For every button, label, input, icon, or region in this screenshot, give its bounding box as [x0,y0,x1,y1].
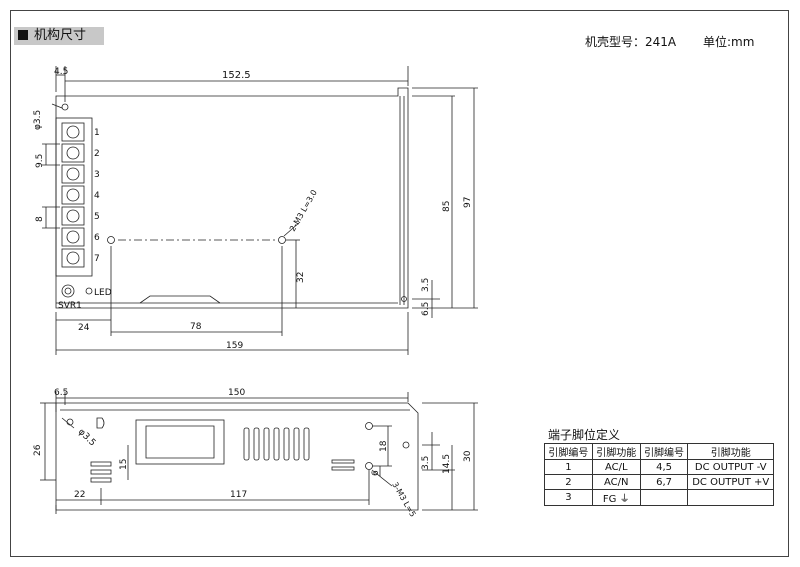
screw-spec-top: 2-M3 L=3.0 [288,188,319,233]
dim-32: 32 [296,272,306,283]
dim-117: 117 [230,490,247,500]
dim-150: 150 [228,388,245,398]
side-notch [96,417,105,429]
dim-152-5: 152.5 [222,70,251,81]
dim-6: 6 [371,470,381,476]
dim-14-5: 14.5 [442,454,452,474]
terminal-numbers: 1 2 3 4 5 6 7 [94,128,100,264]
terminal-number: 1 [94,128,100,138]
dim-15: 15 [119,459,129,470]
dim-18: 18 [379,440,389,452]
dim-8: 8 [35,216,45,222]
pin-function: AC/L [591,459,641,475]
pin-table-row: 2 AC/N 6,7 DC OUTPUT +V [544,474,774,490]
drawing-frame [10,10,789,557]
header-cell: 引脚编号 [639,443,689,460]
pin-number [639,489,689,506]
dim-4-5: 4.5 [54,67,68,77]
pin-number: 2 [544,474,593,490]
top-case-outline [55,87,409,309]
vent-slots [243,427,310,461]
dim-78: 78 [190,322,202,332]
pin-number: 3 [544,489,593,506]
svr-knob [61,284,75,298]
header-cell: 引脚编号 [544,443,593,460]
window-outer [135,419,225,465]
terminal-number: 3 [94,170,100,180]
dim-phi-3-5-side: φ3.5 [76,427,97,448]
terminal-number: 2 [94,149,100,159]
pin-function [687,489,774,506]
terminal-block [55,117,93,277]
pin-table-title: 端子脚位定义 [548,428,621,442]
dim-97: 97 [463,197,473,208]
side-slots [90,461,112,483]
pin-function: DC OUTPUT -V [687,459,774,475]
terminal-number: 4 [94,191,100,201]
svr-label: SVR1 [58,301,82,311]
pin-table-header-row: 引脚编号 引脚功能 引脚编号 引脚功能 [544,443,774,460]
terminal-number: 6 [94,233,100,243]
led-label: LED [94,288,112,298]
pin-number: 6,7 [639,474,689,490]
pin-table-row: 3 FG ⏚ [544,489,774,506]
pin-definition-table: 引脚编号 引脚功能 引脚编号 引脚功能 1 AC/L 4,5 DC OUTPUT… [544,443,774,506]
case-model: 机壳型号：241A [585,35,677,49]
pin-number: 4,5 [639,459,689,475]
dim-6-5-side: 6.5 [54,388,68,398]
pin-function: DC OUTPUT +V [687,474,774,490]
screw-spec-side: 3-M3 L=5 [390,481,417,519]
dim-159: 159 [226,341,243,351]
dim-3-5-top: 3.5 [421,278,431,292]
terminal-number: 5 [94,212,100,222]
pin-function: AC/N [591,474,641,490]
unit-label: 单位:mm [703,35,755,49]
pin-function: FG ⏚ [591,489,641,506]
header-square-icon [18,30,28,40]
dim-3-5-side: 3.5 [421,456,431,470]
dim-9-5: 9.5 [35,154,45,168]
dim-phi-3-5: φ3.5 [33,110,43,130]
header-cell: 引脚功能 [687,443,774,460]
side-case-outline [55,402,419,511]
pin-table-row: 1 AC/L 4,5 DC OUTPUT -V [544,459,774,475]
terminal-number: 7 [94,254,100,264]
dim-30: 30 [463,450,473,462]
section-title: 机构尺寸 [34,28,87,43]
section-header: 机构尺寸 [14,27,104,45]
terminal-screws [61,122,85,268]
led-indicator [85,287,93,295]
dim-6-5-top: 6.5 [421,302,431,316]
dim-24: 24 [78,323,90,333]
dim-22: 22 [74,490,85,500]
pin-number: 1 [544,459,593,475]
header-cell: 引脚功能 [591,443,641,460]
dim-26: 26 [33,444,43,456]
dim-85: 85 [442,201,452,212]
